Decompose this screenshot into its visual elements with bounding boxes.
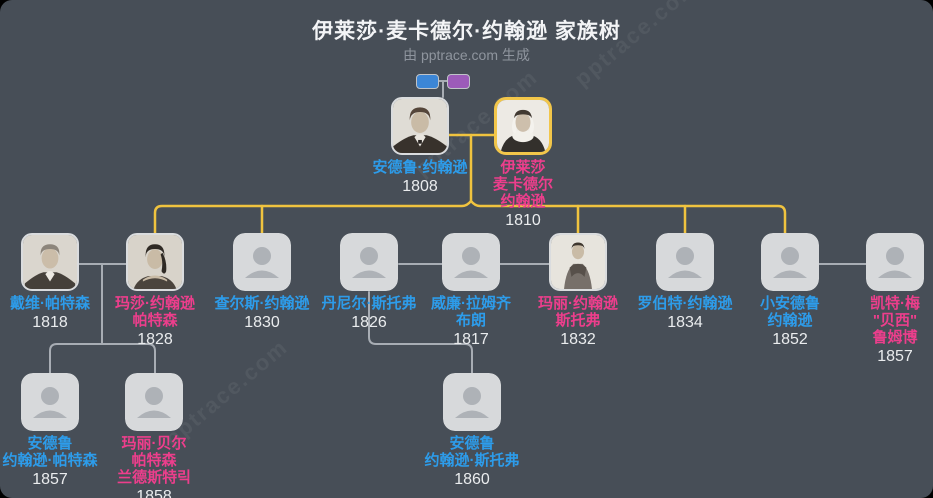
person-name-line: 威廉·拉姆齐 <box>431 295 511 312</box>
portrait-photo-andrew-johnson <box>391 97 449 155</box>
person-birth-year: 1808 <box>402 178 438 195</box>
person-silhouette-icon <box>761 233 819 291</box>
person-name-line: 查尔斯·约翰逊 <box>214 295 310 312</box>
person-name-line: 约翰逊 <box>500 193 546 210</box>
person-name-line: 小安德鲁 <box>759 295 820 312</box>
person-name-line: 凯特·梅 <box>870 295 920 312</box>
person-name-line: 伊莱莎 <box>500 159 546 176</box>
person-card-andrew-johnson-patterson[interactable]: 安德鲁 约翰逊·帕特森 1857 <box>0 373 105 489</box>
person-card-william-ramsey-brown[interactable]: 威廉·拉姆齐 布朗 1817 <box>416 233 526 349</box>
person-silhouette-icon <box>443 373 501 431</box>
person-name-line: 鲁姆博 <box>872 329 918 346</box>
person-name-line: 罗伯特·约翰逊 <box>637 295 733 312</box>
person-birth-year: 1858 <box>136 488 172 498</box>
person-silhouette-icon <box>125 373 183 431</box>
person-name-line: "贝西" <box>872 312 918 329</box>
person-birth-year: 1832 <box>560 331 596 348</box>
legend-male-pill <box>416 74 439 89</box>
legend-female-pill <box>447 74 470 89</box>
person-card-daniel-stover[interactable]: 丹尼尔·斯托弗 1826 <box>314 233 424 332</box>
person-card-kate-may-bessie[interactable]: 凯特·梅 "贝西" 鲁姆博 1857 <box>840 233 933 366</box>
portrait-photo-mary <box>549 233 607 291</box>
page-title: 伊莱莎·麦卡德尔·约翰逊 家族树 <box>312 20 621 43</box>
portrait-photo-david-patterson <box>21 233 79 291</box>
person-birth-year: 1830 <box>244 314 280 331</box>
person-name-line: 兰德斯特릭 <box>117 469 191 486</box>
person-birth-year: 1828 <box>137 331 173 348</box>
person-silhouette-icon <box>21 373 79 431</box>
person-silhouette-icon <box>656 233 714 291</box>
person-card-robert-johnson[interactable]: 罗伯特·约翰逊 1834 <box>630 233 740 332</box>
person-name-line: 帕特森 <box>132 312 178 329</box>
person-card-andrew-johnson[interactable]: 安德鲁·约翰逊 1808 <box>365 97 475 196</box>
person-name-line: 玛莎·约翰逊 <box>115 295 195 312</box>
person-name-line: 玛丽·贝尔 <box>121 435 187 452</box>
person-card-david-patterson[interactable]: 戴维·帕特森 1818 <box>0 233 105 332</box>
person-birth-year: 1826 <box>351 314 387 331</box>
person-silhouette-icon <box>866 233 924 291</box>
person-name-line: 丹尼尔·斯托弗 <box>321 295 417 312</box>
person-name-line: 斯托弗 <box>555 312 601 329</box>
person-birth-year: 1818 <box>32 314 68 331</box>
person-birth-year: 1857 <box>877 348 913 365</box>
portrait-photo-martha <box>126 233 184 291</box>
person-silhouette-icon <box>442 233 500 291</box>
person-silhouette-icon <box>233 233 291 291</box>
person-name-line: 安德鲁 <box>449 435 495 452</box>
person-name-line: 布朗 <box>455 312 486 329</box>
person-name-line: 麦卡德尔 <box>492 176 553 193</box>
person-name-line: 约翰逊·斯托弗 <box>424 452 520 469</box>
person-birth-year: 1817 <box>453 331 489 348</box>
person-silhouette-icon <box>340 233 398 291</box>
person-card-martha-johnson-patterson[interactable]: 玛莎·约翰逊 帕特森 1828 <box>100 233 210 349</box>
person-card-mary-johnson-stover[interactable]: 玛丽·约翰逊 斯托弗 1832 <box>523 233 633 349</box>
person-card-andrew-johnson-jr[interactable]: 小安德鲁 约翰逊 1852 <box>735 233 845 349</box>
person-card-charles-johnson[interactable]: 查尔斯·约翰逊 1830 <box>207 233 317 332</box>
person-birth-year: 1860 <box>454 471 490 488</box>
person-card-andrew-johnson-stover[interactable]: 安德鲁 约翰逊·斯托弗 1860 <box>417 373 527 489</box>
person-name-line: 约翰逊·帕特森 <box>2 452 98 469</box>
person-name-line: 安德鲁 <box>27 435 73 452</box>
person-name-line: 玛丽·约翰逊 <box>538 295 618 312</box>
person-birth-year: 1852 <box>772 331 808 348</box>
person-name-line: 帕特森 <box>131 452 177 469</box>
person-card-mary-belle-patterson[interactable]: 玛丽·贝尔 帕特森 兰德斯特릭 1858 <box>99 373 209 498</box>
person-card-eliza-mccardle-johnson[interactable]: 伊莱莎 麦卡德尔 约翰逊 1810 <box>468 97 578 230</box>
person-birth-year: 1834 <box>667 314 703 331</box>
portrait-photo-eliza-highlighted <box>494 97 552 155</box>
person-name-line: 约翰逊 <box>767 312 813 329</box>
page-subtitle: 由 pptrace.com 生成 <box>403 47 530 63</box>
person-name-line: 戴维·帕特森 <box>10 295 90 312</box>
person-birth-year: 1857 <box>32 471 68 488</box>
person-birth-year: 1810 <box>505 212 541 229</box>
person-name-line: 安德鲁·约翰逊 <box>372 159 468 176</box>
